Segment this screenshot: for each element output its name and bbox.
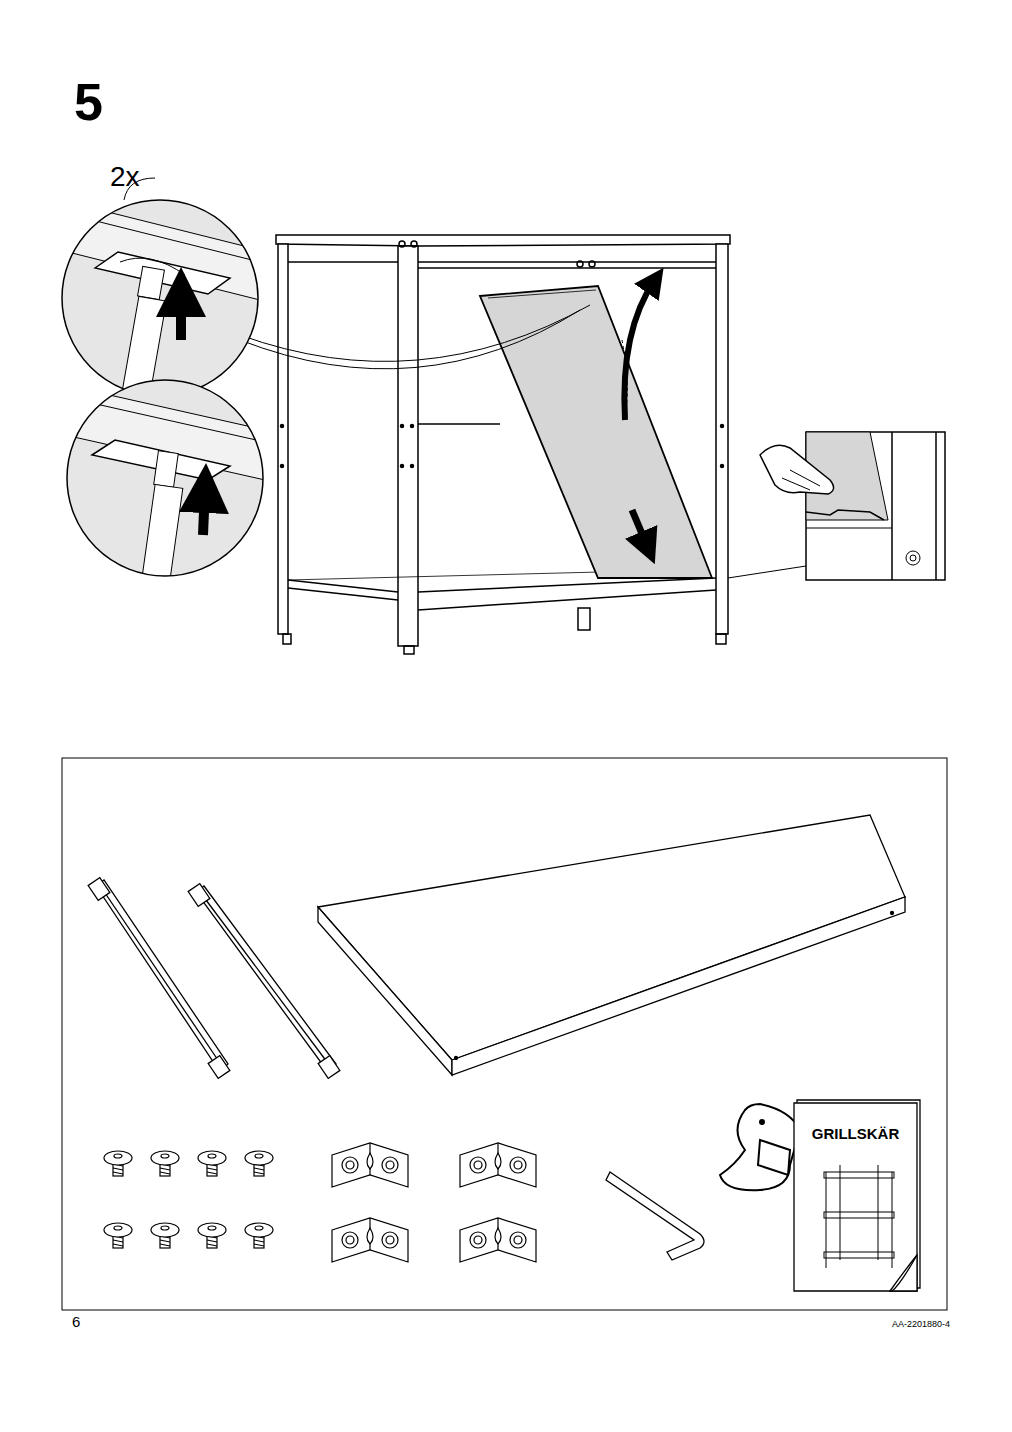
- booklet: [794, 1100, 920, 1291]
- detail-box: [760, 432, 945, 580]
- allen-key: [606, 1172, 704, 1260]
- detail-circle: [60, 198, 260, 400]
- quantity-label: 2x: [110, 162, 140, 193]
- rotate-arrow: [624, 280, 655, 420]
- reader-icon: [720, 1104, 800, 1190]
- page-number: 6: [72, 1314, 80, 1331]
- shelf: [318, 815, 905, 1075]
- rail: [188, 884, 340, 1079]
- down-arrow: [632, 510, 648, 548]
- bracket-set: [332, 1143, 536, 1262]
- step-number: 5: [74, 74, 103, 131]
- back-panel: [480, 286, 712, 578]
- manual-booklet: GRILLSKÄR: [794, 1103, 917, 1291]
- leader-line: [728, 566, 806, 578]
- document-code: AA-2201880-4: [892, 1320, 950, 1330]
- booklet-title: GRILLSKÄR: [800, 1125, 911, 1142]
- detail-circle: [65, 378, 265, 587]
- screw-set: [104, 1151, 273, 1248]
- parts-frame: [62, 758, 947, 1310]
- leader-line: [240, 310, 580, 369]
- cabinet-frame: [276, 235, 730, 654]
